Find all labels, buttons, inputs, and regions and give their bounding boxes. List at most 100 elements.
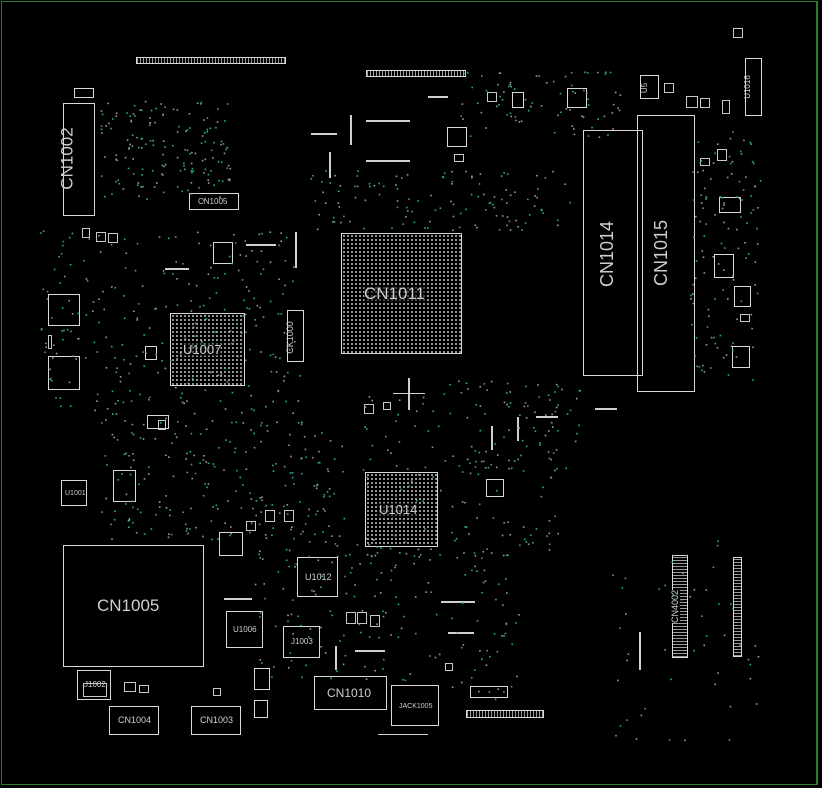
via-dot bbox=[172, 273, 174, 275]
via-dot bbox=[506, 592, 508, 594]
via-dot bbox=[438, 653, 441, 656]
via-dot bbox=[218, 447, 220, 449]
via-dot bbox=[61, 307, 64, 309]
via-dot bbox=[515, 622, 517, 624]
via-dot bbox=[504, 632, 507, 635]
via-dot bbox=[471, 569, 473, 572]
trace-line bbox=[350, 115, 352, 145]
via-dot bbox=[216, 121, 219, 123]
via-dot bbox=[427, 582, 430, 584]
via-dot bbox=[470, 677, 473, 679]
via-dot bbox=[161, 359, 163, 362]
trace-line bbox=[595, 408, 617, 410]
via-dot bbox=[130, 400, 133, 402]
via-dot bbox=[405, 552, 408, 555]
via-dot bbox=[475, 404, 477, 406]
via-dot bbox=[506, 114, 508, 116]
via-dot bbox=[221, 161, 223, 164]
via-dot bbox=[345, 554, 347, 557]
via-dot bbox=[723, 269, 725, 271]
via-dot bbox=[283, 375, 286, 378]
via-dot bbox=[46, 290, 49, 293]
via-dot bbox=[141, 168, 144, 171]
via-dot bbox=[440, 489, 442, 492]
via-dot bbox=[730, 345, 733, 348]
via-dot bbox=[376, 578, 378, 581]
via-dot bbox=[741, 199, 743, 201]
via-dot bbox=[508, 220, 511, 223]
via-dot bbox=[554, 469, 556, 472]
via-dot bbox=[510, 685, 513, 688]
via-dot bbox=[359, 563, 361, 565]
via-dot bbox=[261, 496, 263, 498]
via-dot bbox=[371, 444, 374, 447]
via-dot bbox=[280, 313, 283, 315]
via-dot bbox=[461, 681, 463, 684]
via-dot bbox=[329, 610, 332, 612]
via-dot bbox=[318, 461, 321, 464]
via-dot bbox=[523, 405, 526, 408]
via-dot bbox=[98, 321, 100, 324]
via-dot bbox=[126, 139, 129, 141]
via-dot bbox=[555, 383, 558, 386]
via-dot bbox=[470, 445, 473, 448]
via-dot bbox=[754, 185, 756, 188]
via-dot bbox=[474, 450, 477, 452]
via-dot bbox=[413, 555, 416, 557]
via-dot bbox=[132, 158, 134, 160]
via-dot bbox=[432, 476, 434, 478]
via-dot bbox=[524, 402, 527, 404]
via-dot bbox=[697, 171, 699, 174]
via-dot bbox=[693, 199, 695, 201]
via-dot bbox=[297, 400, 300, 402]
via-dot bbox=[278, 512, 281, 514]
via-dot bbox=[83, 259, 85, 262]
via-dot bbox=[271, 504, 274, 506]
via-dot bbox=[96, 400, 98, 402]
via-dot bbox=[314, 200, 317, 202]
via-dot bbox=[132, 521, 134, 524]
via-dot bbox=[368, 636, 371, 638]
via-dot bbox=[253, 297, 255, 300]
via-dot bbox=[240, 332, 243, 334]
via-dot bbox=[210, 520, 213, 522]
via-dot bbox=[540, 105, 543, 107]
via-dot bbox=[297, 422, 300, 424]
via-dot bbox=[194, 472, 197, 475]
via-dot bbox=[617, 679, 619, 682]
via-dot bbox=[573, 128, 575, 130]
via-dot bbox=[418, 474, 420, 476]
via-dot bbox=[162, 113, 164, 116]
via-dot bbox=[465, 526, 468, 528]
via-dot bbox=[247, 385, 250, 387]
via-dot bbox=[349, 220, 351, 223]
via-dot bbox=[370, 554, 373, 557]
via-dot bbox=[496, 454, 499, 456]
via-dot bbox=[273, 666, 275, 668]
via-dot bbox=[143, 334, 145, 336]
via-dot bbox=[548, 543, 551, 546]
via-dot bbox=[285, 236, 288, 239]
via-dot bbox=[183, 164, 185, 167]
via-dot bbox=[351, 567, 353, 569]
via-dot bbox=[485, 664, 488, 666]
via-dot bbox=[548, 532, 551, 535]
via-dot bbox=[136, 508, 139, 511]
via-dot bbox=[235, 421, 238, 424]
via-dot bbox=[705, 196, 708, 198]
via-dot bbox=[131, 145, 134, 147]
via-dot bbox=[737, 247, 740, 250]
via-dot bbox=[710, 178, 712, 180]
via-dot bbox=[285, 400, 287, 403]
via-dot bbox=[302, 530, 304, 533]
via-dot bbox=[217, 538, 219, 540]
via-dot bbox=[125, 452, 127, 455]
via-dot bbox=[100, 125, 103, 127]
via-dot bbox=[140, 186, 142, 188]
via-dot bbox=[528, 214, 531, 216]
via-dot bbox=[357, 170, 359, 172]
via-dot bbox=[464, 574, 467, 576]
via-dot bbox=[291, 476, 294, 479]
via-dot bbox=[527, 405, 529, 407]
cn1004-connector: CN1004 bbox=[109, 706, 159, 735]
